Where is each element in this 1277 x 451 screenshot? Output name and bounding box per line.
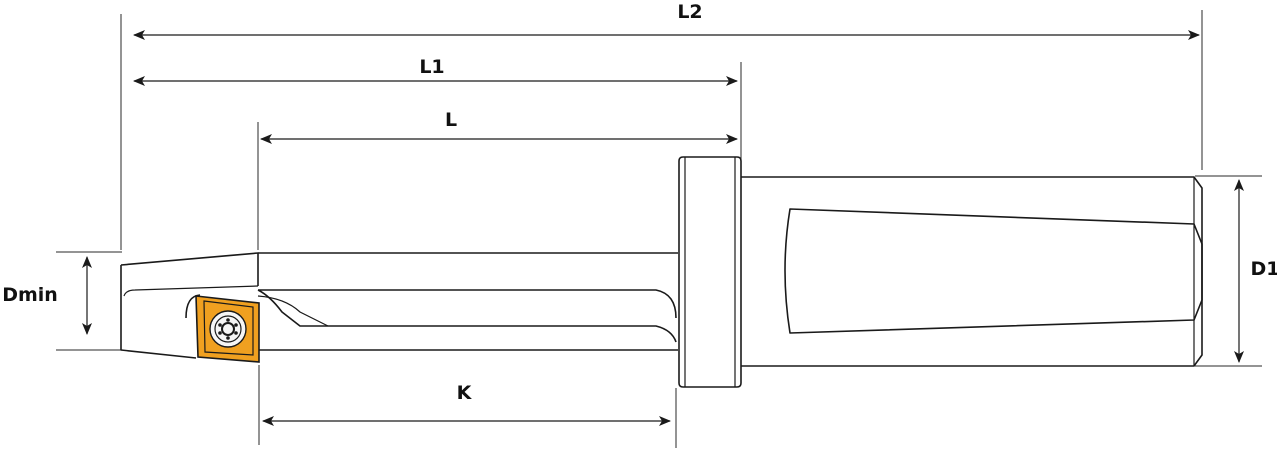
extension-lines [56,10,1262,448]
screw-torx-lobes [218,318,238,340]
flange [678,156,742,388]
label-k: K [457,382,473,404]
chip-flute-curve [257,295,329,327]
insert-seat-edge [185,294,201,319]
shank-taper-flat [784,208,1203,334]
chip-flute [257,289,677,343]
shank [741,176,1203,367]
screw-torx-icon [221,322,235,336]
boring-bar [120,156,1203,388]
label-d1: D1 [1251,258,1277,280]
insert-land [203,300,254,356]
screw-ring [214,315,242,343]
label-dmin: Dmin [2,284,58,306]
label-l2: L2 [677,1,702,23]
cutting-insert [185,294,260,363]
dimension-lines [82,30,1244,426]
bar-head-inner-edge [123,285,259,297]
label-l: L [445,109,457,131]
label-l1: L1 [419,56,444,78]
